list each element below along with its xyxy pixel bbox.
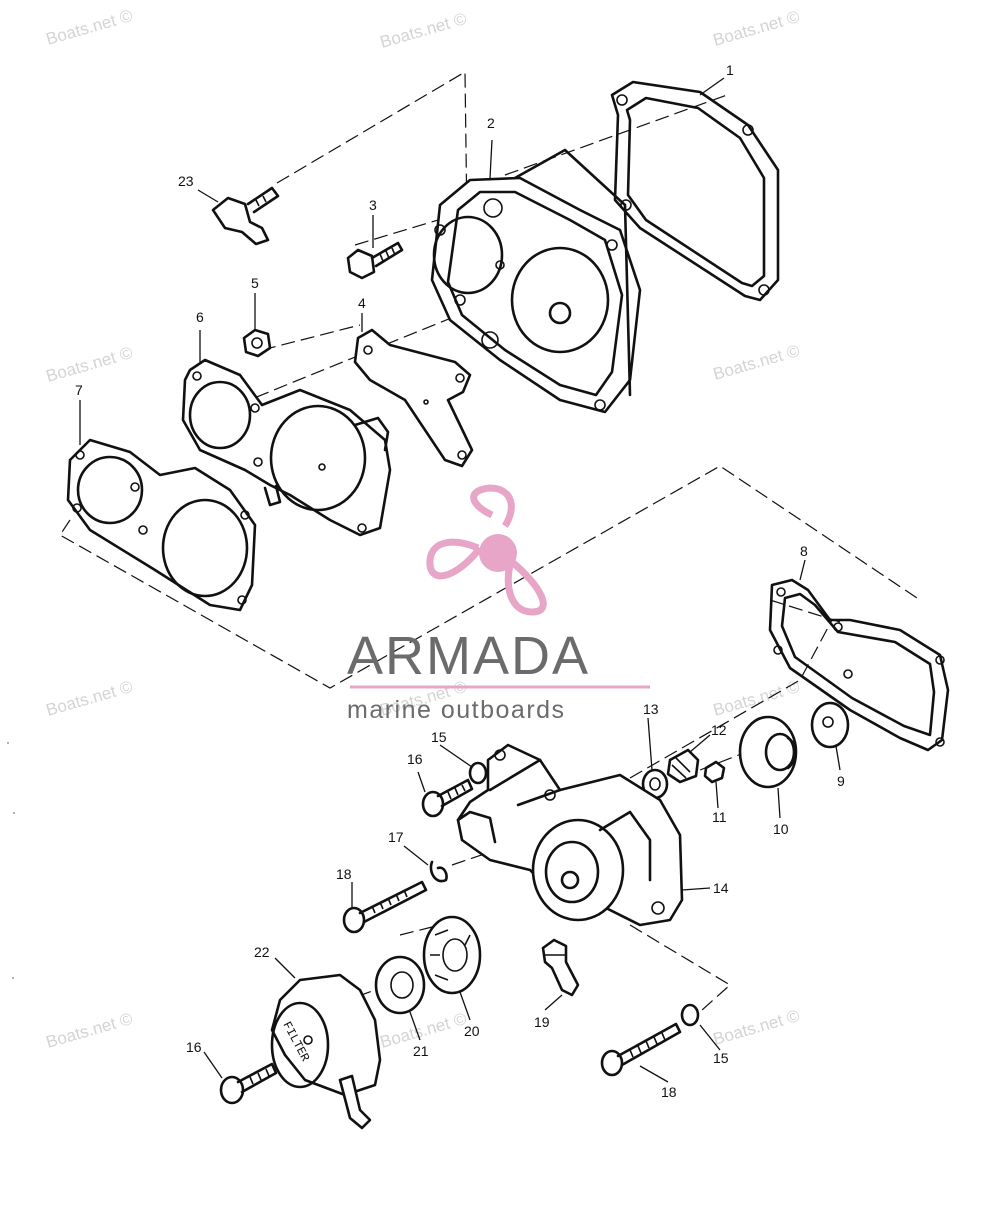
part-21-washer xyxy=(374,955,426,1015)
part-5-nut xyxy=(242,328,272,358)
part-4-bracket-plate xyxy=(353,328,474,468)
callout-1: 1 xyxy=(726,62,734,78)
callout-4: 4 xyxy=(358,295,366,311)
callout-19: 19 xyxy=(534,1014,550,1030)
leader-lines xyxy=(79,77,841,1083)
part-2-pump-cover xyxy=(430,148,642,414)
callout-12: 12 xyxy=(711,722,727,738)
callout-15: 15 xyxy=(431,729,447,745)
part-18-long-screw xyxy=(342,880,682,1077)
part-1-cover-gasket xyxy=(610,80,780,302)
callout-11: 11 xyxy=(712,809,727,825)
part-23-elbow-fitting xyxy=(211,186,280,246)
callout-18b: 18 xyxy=(661,1084,677,1100)
part-17-clip xyxy=(429,860,448,883)
callout-9: 9 xyxy=(837,773,845,789)
part-6-housing-plate xyxy=(181,358,392,537)
callout-2: 2 xyxy=(487,115,495,131)
watermark: Boats.net © xyxy=(711,7,802,50)
callout-13: 13 xyxy=(643,701,659,717)
callout-15b: 15 xyxy=(713,1050,729,1066)
watermark: Boats.net © xyxy=(711,677,802,720)
watermark: Boats.net © xyxy=(44,343,135,386)
callout-16b: 16 xyxy=(186,1039,202,1055)
brand-name: ARMADA xyxy=(347,626,590,686)
part-14-pump-body xyxy=(456,743,684,927)
part-12-valve xyxy=(666,748,700,784)
callout-8: 8 xyxy=(800,543,808,559)
callout-3: 3 xyxy=(369,197,377,213)
part-11-screw xyxy=(703,760,726,784)
part-9-washer xyxy=(810,701,850,749)
callout-21: 21 xyxy=(413,1043,429,1059)
part-13-o-ring xyxy=(641,768,669,800)
watermark: Boats.net © xyxy=(711,1006,802,1049)
callout-7: 7 xyxy=(75,382,83,398)
part-15-lock-washer xyxy=(468,761,700,1027)
part-3-bolt xyxy=(346,241,404,280)
brand-tagline: marine outboards xyxy=(347,696,566,724)
part-7-gasket xyxy=(66,438,257,612)
watermark: Boats.net © xyxy=(44,1009,135,1052)
callout-20: 20 xyxy=(464,1023,480,1039)
watermark: Boats.net © xyxy=(711,341,802,384)
part-10-diaphragm xyxy=(738,715,798,789)
watermark: Boats.net © xyxy=(44,677,135,720)
watermarks: Boats.net © Boats.net © Boats.net © Boat… xyxy=(44,6,802,1052)
watermark: Boats.net © xyxy=(44,6,135,49)
callout-14: 14 xyxy=(713,880,729,896)
propeller-icon xyxy=(426,484,547,616)
callout-6: 6 xyxy=(196,309,204,325)
callout-5: 5 xyxy=(251,275,259,291)
callout-23: 23 xyxy=(178,173,194,189)
armada-logo: ARMADA marine outboards xyxy=(347,484,650,724)
callout-10: 10 xyxy=(773,821,789,837)
part-19-fitting xyxy=(541,938,580,997)
watermark: Boats.net © xyxy=(378,9,469,52)
callout-16: 16 xyxy=(407,751,423,767)
part-20-valve-plate xyxy=(422,915,482,995)
part-8-gasket xyxy=(768,578,950,752)
callout-22: 22 xyxy=(254,944,270,960)
callout-17: 17 xyxy=(388,829,404,845)
edge-marks xyxy=(7,742,15,979)
part-22-filter-cover: FILTER xyxy=(270,973,382,1130)
part-16-screw xyxy=(219,778,474,1105)
callout-numbers: 1 2 3 4 5 6 7 8 9 10 11 12 13 14 15 16 1… xyxy=(75,62,845,1100)
callout-18: 18 xyxy=(336,866,352,882)
